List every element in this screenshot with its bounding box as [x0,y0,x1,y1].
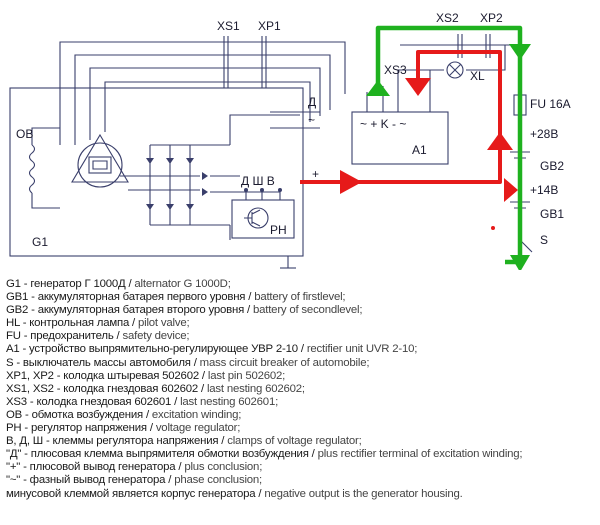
legend-item-separator: / [175,461,185,474]
label-xs2: XS2 [436,11,459,25]
legend-item-ru: РН - регулятор напряжения [6,422,147,435]
legend-item-ru: GB1 - аккумуляторная батарея первого уро… [6,291,246,304]
label-gb1: GB1 [540,207,564,221]
label-xp2: XP2 [480,11,503,25]
legend-item-ru: FU - предохранитель [6,330,114,343]
legend-item: GB1 - аккумуляторная батарея первого уро… [6,291,598,304]
legend-item-en: last nesting 602601; [180,395,279,408]
legend-item: "+" - плюсовой вывод генератора / plus c… [6,461,598,474]
legend-item-ru: "+" - плюсовой вывод генератора [6,461,176,474]
legend-item-ru: GB2 - аккумуляторная батарея второго уро… [6,304,245,317]
legend-item-separator: / [255,487,265,500]
legend-item-ru: "~" - фазный вывод генератора [6,474,166,487]
legend-item-separator: / [190,356,200,369]
green-current-path [366,25,531,270]
legend-item-separator: / [146,422,156,435]
label-xp1: XP1 [258,19,281,33]
legend-item: GB2 - аккумуляторная батарея второго уро… [6,304,598,317]
legend-item-en: pilot valve; [138,317,190,330]
label-ph: РН [270,223,287,237]
wiring-diagram: XS1 XP1 XS2 XP2 XS3 XL FU 16A ОВ G1 Д ~ … [9,11,571,270]
legend-item-en: negative output is the generator housing… [264,487,463,500]
legend-item-ru: минусовой клеммой является корпус генера… [6,487,256,500]
legend-item-ru: XP1, XP2 - колодка штыревая 502602 [6,369,199,382]
legend-item-en: battery of firstlevel; [254,291,346,304]
label-fu: FU 16A [530,97,571,111]
legend-item-en: excitation winding; [151,408,242,421]
label-terminal-d: Д [308,95,316,109]
legend-item-separator: / [129,317,138,330]
label-a1: A1 [412,143,427,157]
legend-item-separator: / [244,304,253,317]
legend-item-ru: S - выключатель массы автомобиля [6,356,191,369]
legend-item: HL - контрольная лампа / pilot valve; [6,317,598,330]
legend-item-ru: HL - контрольная лампа [6,317,130,330]
a1-unit-box [351,111,449,165]
legend-item: G1 - генератор Г 1000Д / alternator G 10… [6,278,598,291]
legend-item-en: last pin 502602; [207,369,286,382]
legend-item-en: plus conclusion; [184,461,263,474]
label-regulator-terminals: Д Ш В [241,174,275,188]
legend-item-separator: / [113,330,123,343]
label-xl: XL [470,69,485,83]
legend-item-ru: "Д" - плюсовая клемма выпрямителя обмотк… [6,448,309,461]
legend-item: XP1, XP2 - колодка штыревая 502602 / las… [6,370,598,383]
label-ob: ОВ [16,127,33,141]
legend-item-ru: G1 - генератор Г 1000Д [6,278,126,290]
label-g1: G1 [32,235,48,249]
legend-item-ru: XS3 - колодка гнездовая 602601 [6,395,172,408]
legend-item-separator: / [171,395,181,408]
label-28v: +28В [530,127,558,141]
legend-item-ru: ОВ - обмотка возбуждения [6,408,143,421]
label-a1-pins: ~ + K - ~ [360,117,406,131]
legend-item: FU - предохранитель / safety device; [6,330,598,343]
legend-item-ru: В, Д, Ш - клеммы регулятора напряжения [6,435,219,448]
label-14v: +14В [530,183,558,197]
legend-item: В, Д, Ш - клеммы регулятора напряжения /… [6,435,598,448]
legend-item-separator: / [143,408,152,421]
legend-item-en: alternator G 1000D; [134,278,231,290]
voltage-regulator-box [231,199,295,239]
red-current-path [300,50,518,230]
legend-item: A1 - устройство выпрямительно-регулирующ… [6,343,598,356]
legend-item-separator: / [245,291,255,304]
label-terminal-tilde: ~ [308,113,315,127]
legend-item-separator: / [165,474,175,487]
legend-item-en: battery of secondlevel; [252,304,363,317]
label-s: S [540,233,548,247]
legend-item: РН - регулятор напряжения / voltage regu… [6,422,598,435]
legend-item: ОВ - обмотка возбуждения / excitation wi… [6,409,598,422]
legend-item-en: last nesting 602602; [206,382,305,395]
legend-item: S - выключатель массы автомобиля / mass … [6,357,598,370]
legend-item-separator: / [125,278,135,290]
legend-item-en: phase conclusion; [174,474,263,487]
legend-item-separator: / [198,369,208,382]
legend-item-en: mass circuit breaker of automobile; [199,356,370,369]
label-xs1: XS1 [217,19,240,33]
label-xs3: XS3 [384,63,407,77]
legend-item-en: clamps of voltage regulator; [227,435,362,448]
label-plus: + [312,167,319,181]
legend-item: XS3 - колодка гнездовая 602601 / last ne… [6,396,598,409]
legend-item-ru: A1 - устройство выпрямительно-регулирующ… [6,343,298,356]
legend-item: минусовой клеммой является корпус генера… [6,488,598,501]
legend-item-en: voltage regulator; [155,422,241,435]
legend-item-en: rectifier unit UVR 2-10; [306,343,418,356]
legend-item-en: plus rectifier terminal of excitation wi… [317,448,523,461]
rectifier-diodes [146,158,208,210]
legend-item-separator: / [218,435,228,448]
legend-list: G1 - генератор Г 1000Д / alternator G 10… [6,278,598,501]
legend-item-separator: / [297,343,307,356]
legend-item-separator: / [308,448,318,461]
label-gb2: GB2 [540,159,564,173]
legend-item: XS1, XS2 - колодка гнездовая 602602 / la… [6,383,598,396]
legend-item-ru: XS1, XS2 - колодка гнездовая 602602 [6,382,199,395]
legend-item-en: safety device; [122,330,190,343]
legend-item: "Д" - плюсовая клемма выпрямителя обмотк… [6,448,598,461]
legend-item: "~" - фазный вывод генератора / phase co… [6,474,598,487]
legend-item-separator: / [198,382,207,395]
